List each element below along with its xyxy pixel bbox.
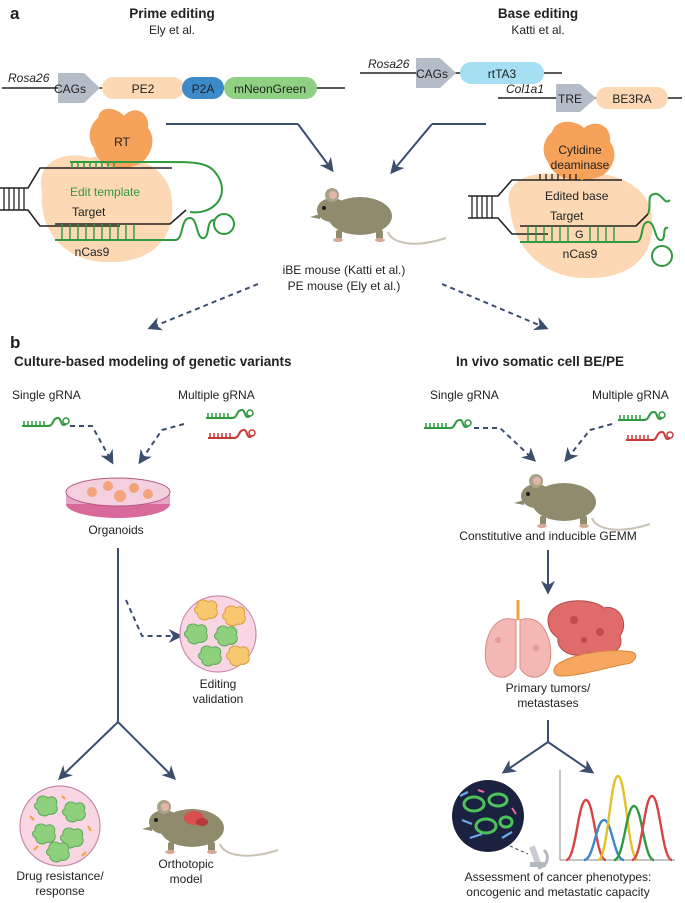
right-multi-arrow: [564, 423, 613, 463]
prime-editing-citation: Ely et al.: [149, 23, 195, 37]
p2a-label: P2A: [192, 82, 215, 96]
col1a1-label: Col1a1: [506, 82, 544, 96]
rtta3-label: rtTA3: [488, 67, 517, 81]
to-sequencing-arrow: [547, 741, 595, 774]
right-multi-guide-red-icon: [625, 431, 674, 441]
prime-target-label: Target: [72, 205, 106, 219]
assess-line1: Assessment of cancer phenotypes:: [465, 870, 652, 884]
organoid-dish-illustration: [65, 477, 171, 518]
right-single-guide-icon: [423, 419, 472, 429]
left-multi-guide-green-icon: [205, 409, 254, 419]
deaminase-line1: Cytidine: [558, 143, 602, 157]
pe2-block: [102, 77, 184, 99]
pe2-label: PE2: [132, 82, 155, 96]
ibe-mouse-label: iBE mouse (Katti et al.): [283, 263, 406, 277]
drug-line1: Drug resistance/: [16, 869, 104, 883]
rt-enzyme-shape: [89, 108, 153, 168]
assess-line2: oncogenic and metastatic capacity: [466, 885, 649, 899]
central-mouse-illustration: [309, 187, 447, 245]
rosa26-locus-label: Rosa26: [8, 71, 50, 85]
prime-to-mouse-arrow: [297, 123, 334, 173]
mneongreen-block: [224, 77, 317, 99]
orthotopic-line2: model: [170, 872, 203, 886]
pe-mouse-label: PE mouse (Ely et al.): [288, 279, 401, 293]
base-target-label: Target: [550, 209, 584, 223]
base-editor-complex: Cytidine deaminase Edited base Target G …: [468, 121, 673, 279]
histology-circle-illustration: [452, 780, 524, 852]
right-single-arrow: [474, 427, 537, 462]
tumor-organs-illustration: [484, 600, 637, 678]
right-multi-guide-green-icon: [617, 411, 666, 421]
deaminase-line2: deaminase: [551, 158, 610, 172]
deaminase-shape: [543, 121, 615, 181]
p2a-block: [182, 77, 224, 99]
validation-circle-illustration: [179, 595, 257, 673]
panel-a-letter: a: [10, 4, 20, 23]
left-multi-arrow: [138, 423, 185, 465]
base-to-mouse-arrow: [390, 123, 433, 175]
base-cags-label: CAGs: [416, 67, 448, 81]
left-single-guide-icon: [21, 417, 70, 427]
base-cags-arrow: [416, 58, 456, 88]
base-construct-col1a1: Col1a1 TRE BE3RA: [498, 82, 682, 112]
left-multiple-grna-label: Multiple gRNA: [178, 388, 255, 402]
tumors-line2: metastases: [517, 696, 578, 710]
base-editing-citation: Katti et al.: [511, 23, 564, 37]
chromatogram-illustration: [559, 770, 675, 862]
drug-line2: response: [35, 884, 85, 898]
left-single-arrow: [70, 425, 114, 465]
gemm-mouse-illustration: [513, 473, 651, 531]
validation-line1: Editing: [200, 677, 237, 691]
prime-ncas9-label: nCas9: [75, 245, 110, 259]
cags-promoter-arrow: [58, 73, 100, 103]
invivo-title: In vivo somatic cell BE/PE: [456, 354, 624, 369]
base-ncas9-label: nCas9: [563, 247, 598, 261]
to-invivo-arrow: [441, 283, 549, 331]
validation-line2: validation: [193, 692, 244, 706]
be3ra-label: BE3RA: [612, 92, 651, 106]
prime-construct: Rosa26 CAGs PE2 P2A mNeonGreen: [2, 71, 345, 103]
prime-editing-title: Prime editing: [129, 6, 215, 21]
be3ra-block: [596, 87, 668, 109]
cags-label: CAGs: [54, 82, 86, 96]
base-construct-rosa26: Rosa26 CAGs rtTA3: [360, 57, 562, 88]
rt-label: RT: [114, 135, 130, 149]
orthotopic-line1: Orthotopic: [158, 857, 213, 871]
orthotopic-mouse-illustration: [141, 799, 279, 857]
edited-base-label: Edited base: [545, 189, 609, 203]
tre-label: TRE: [558, 92, 582, 106]
drug-circle-illustration: [19, 785, 101, 867]
organoids-label: Organoids: [88, 523, 143, 537]
panel-b-letter: b: [10, 333, 20, 352]
base-editing-title: Base editing: [498, 6, 578, 21]
tumors-line1: Primary tumors/: [506, 681, 591, 695]
to-validation-arrow: [125, 599, 183, 643]
microscope-connector: [509, 845, 529, 855]
right-multiple-grna-label: Multiple gRNA: [592, 388, 669, 402]
to-histology-arrow: [501, 741, 549, 774]
to-drug-arrow: [57, 721, 119, 780]
edit-template-label: Edit template: [70, 185, 140, 199]
tre-promoter-arrow: [556, 84, 596, 112]
right-single-grna-label: Single gRNA: [430, 388, 499, 402]
to-orthotopic-arrow: [117, 721, 176, 780]
base-rosa26-label: Rosa26: [368, 57, 410, 71]
gemm-label: Constitutive and inducible GEMM: [459, 529, 636, 543]
rtta3-block: [460, 62, 544, 84]
mneongreen-label: mNeonGreen: [234, 82, 306, 96]
culture-title: Culture-based modeling of genetic varian…: [14, 354, 292, 369]
prime-editor-complex: RT Edit template Target nCas9: [0, 108, 235, 263]
ncas9-shape: [41, 154, 173, 263]
to-culture-arrow: [147, 283, 259, 331]
left-single-grna-label: Single gRNA: [12, 388, 81, 402]
base-g-label: G: [575, 229, 584, 241]
microscope-icon: [529, 845, 549, 870]
left-multi-guide-red-icon: [207, 429, 256, 439]
